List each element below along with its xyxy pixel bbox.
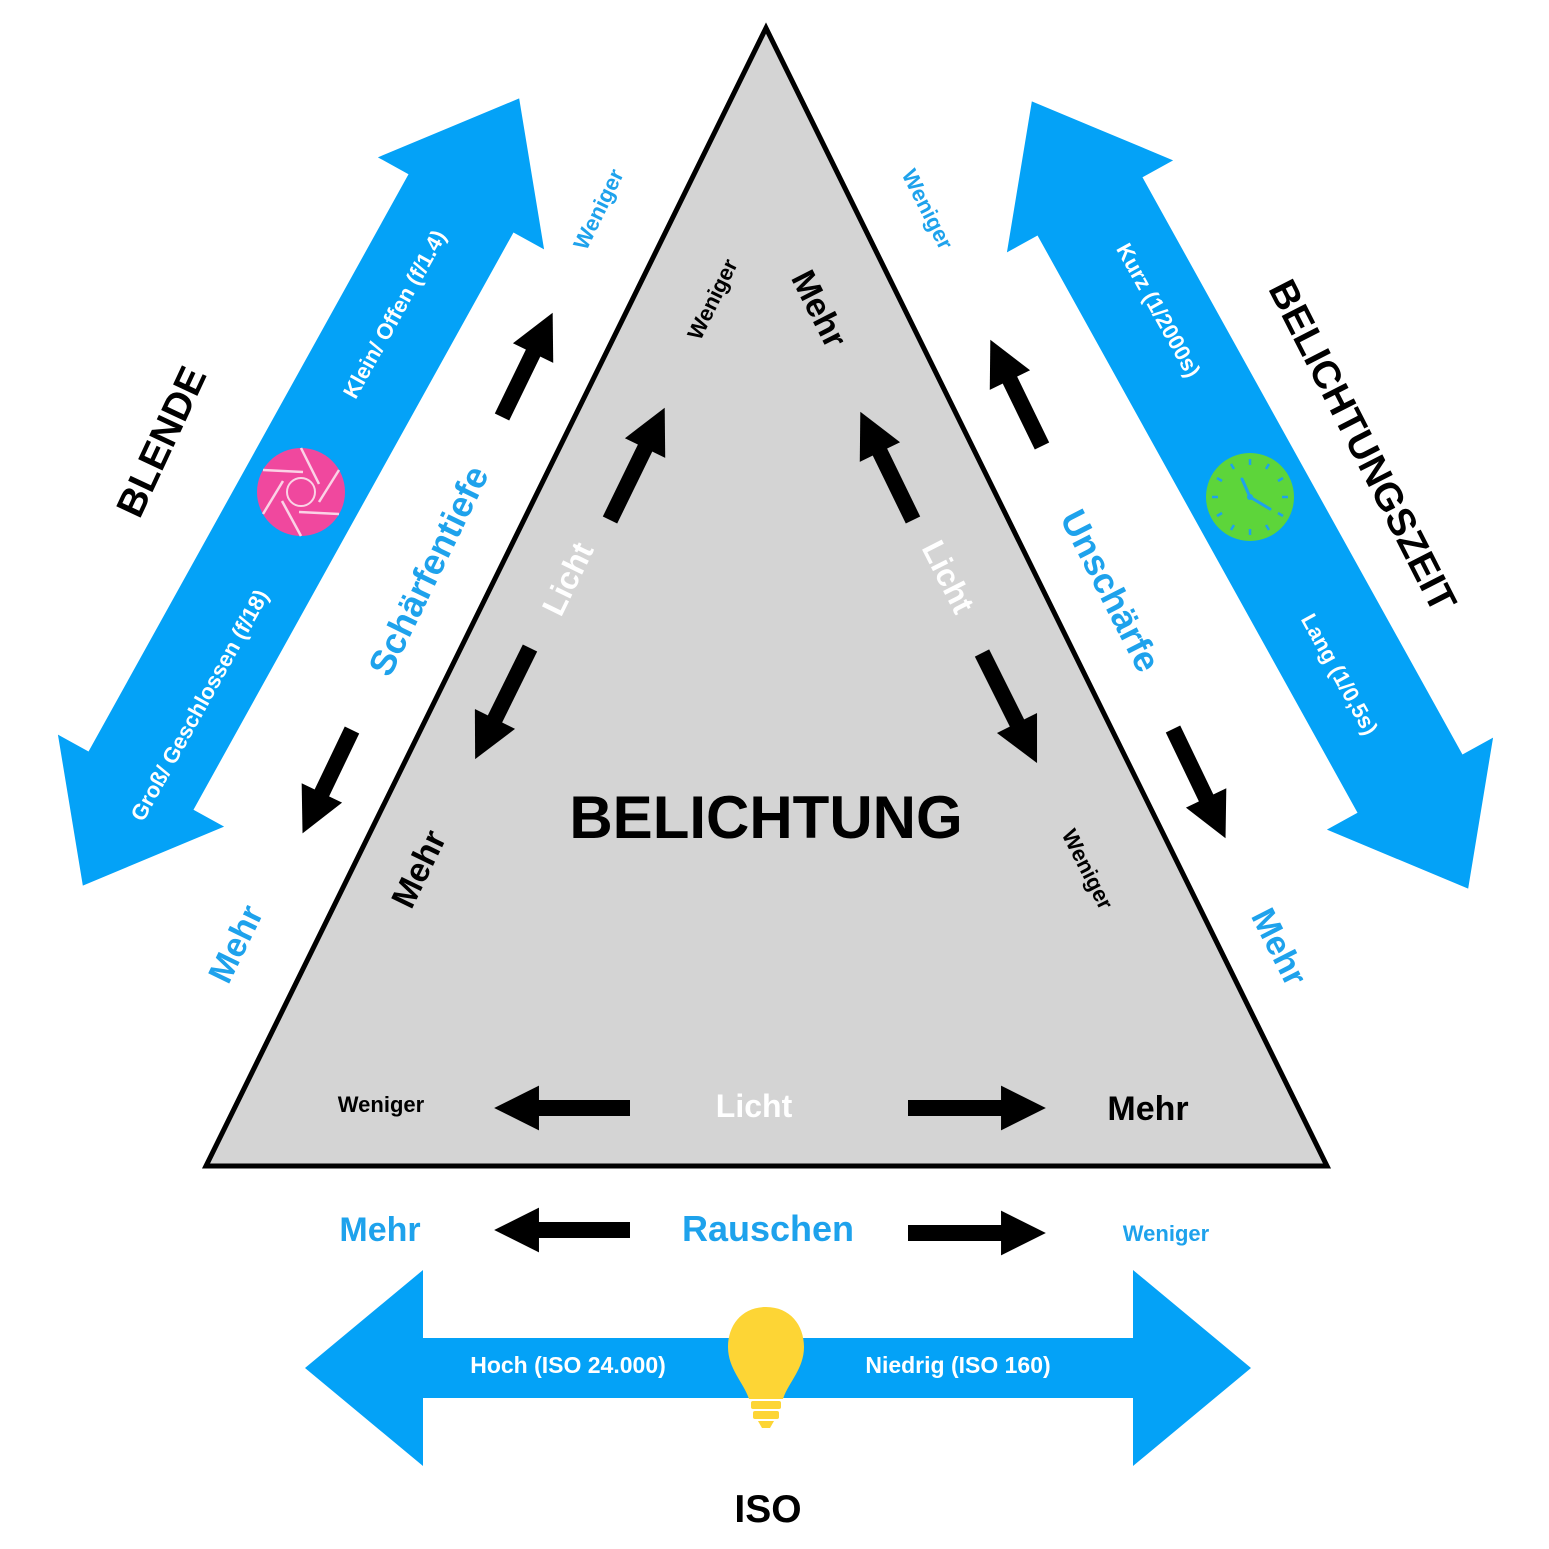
aperture-light-more-arrow — [474, 644, 538, 760]
noise-label: Rauschen — [682, 1208, 854, 1249]
dof-less-label: Weniger — [568, 165, 629, 254]
blur-less-label: Weniger — [897, 165, 959, 254]
lightbulb-icon — [728, 1307, 804, 1428]
blur-more-arrow — [1165, 725, 1227, 839]
dof-more-label: Mehr — [201, 899, 271, 989]
exposure-triangle — [201, 22, 1332, 1169]
aperture-light-less-arrow — [602, 407, 666, 524]
shutter-light-less-arrow — [974, 649, 1038, 764]
iso-heading: ISO — [734, 1488, 801, 1531]
blur-more-label: Mehr — [1243, 902, 1314, 992]
aperture-icon — [257, 447, 345, 537]
iso-light-less-label: Weniger — [338, 1092, 425, 1117]
direction-arrows — [301, 312, 1227, 1256]
iso-low-label: Niedrig (ISO 160) — [865, 1352, 1050, 1378]
noise-more-label: Mehr — [339, 1211, 420, 1249]
aperture-heading: BLENDE — [109, 360, 216, 523]
dof-more-arrow — [301, 726, 360, 834]
iso-light-more-label: Mehr — [1107, 1090, 1188, 1128]
shutter-light-more-arrow — [859, 411, 921, 524]
exposure-title: BELICHTUNG — [569, 784, 962, 851]
iso-light-label: Licht — [716, 1088, 793, 1124]
dof-less-arrow — [494, 312, 554, 421]
iso-high-label: Hoch (ISO 24.000) — [470, 1352, 666, 1378]
noise-less-label: Weniger — [1123, 1221, 1210, 1246]
blur-less-arrow — [989, 339, 1050, 450]
clock-icon — [1206, 453, 1294, 541]
